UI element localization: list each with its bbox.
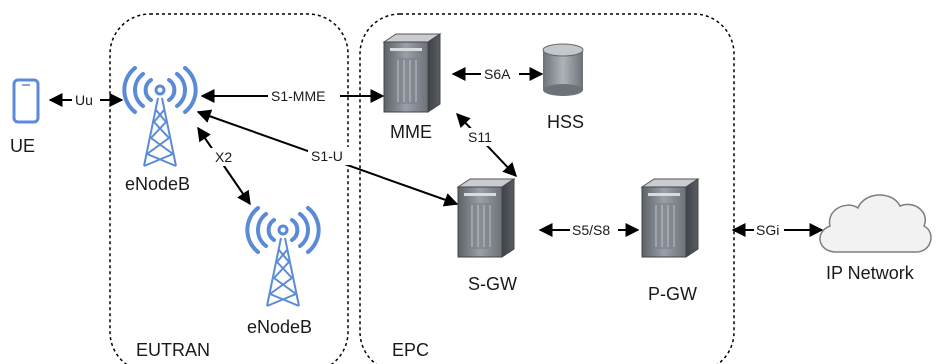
- eutran-group-box: [109, 13, 349, 364]
- phone-icon: [12, 78, 40, 124]
- server-icon: [457, 178, 515, 258]
- mme-node: MME: [383, 33, 441, 142]
- ue-node: UE: [10, 78, 40, 156]
- edge-label-s6a: S6A: [484, 66, 511, 82]
- sgw-label: S-GW: [468, 274, 517, 294]
- enodeb-label-2: eNodeB: [247, 317, 312, 337]
- edge-label-uu: Uu: [75, 92, 93, 108]
- edge-label-s5-s8: S5/S8: [572, 222, 610, 238]
- mme-label: MME: [390, 122, 432, 142]
- edge-label-s1-mme: S1-MME: [271, 88, 325, 104]
- pgw-label: P-GW: [648, 284, 697, 304]
- edge-label-s11: S11: [468, 129, 492, 145]
- enodeb-label-1: eNodeB: [125, 174, 190, 194]
- database-icon: [542, 43, 584, 96]
- edge-labels: Uu S1-MME S6A S11 S1-U X2 S5/S8 SGi: [72, 65, 784, 239]
- enodeb-node-2: eNodeB: [245, 206, 321, 337]
- server-icon: [383, 33, 441, 113]
- epc-group-box: [359, 13, 735, 364]
- edge-label-sgi: SGi: [756, 222, 779, 238]
- ue-label: UE: [10, 136, 35, 156]
- enodeb-node-1: eNodeB: [122, 66, 198, 194]
- server-icon: [641, 178, 699, 258]
- hss-label: HSS: [547, 112, 584, 132]
- ip-network-label: IP Network: [826, 263, 915, 283]
- epc-group-label: EPC: [392, 340, 429, 360]
- pgw-node: P-GW: [641, 178, 699, 304]
- ip-network-node: IP Network: [819, 194, 932, 283]
- edge-label-x2: X2: [215, 149, 232, 165]
- antenna-tower-icon: [245, 206, 321, 308]
- hss-node: HSS: [542, 43, 584, 132]
- sgw-node: S-GW: [457, 178, 517, 294]
- eutran-group-label: EUTRAN: [136, 340, 210, 360]
- edge-label-s1-u: S1-U: [311, 148, 343, 164]
- cloud-icon: [819, 194, 932, 253]
- antenna-tower-icon: [122, 66, 198, 168]
